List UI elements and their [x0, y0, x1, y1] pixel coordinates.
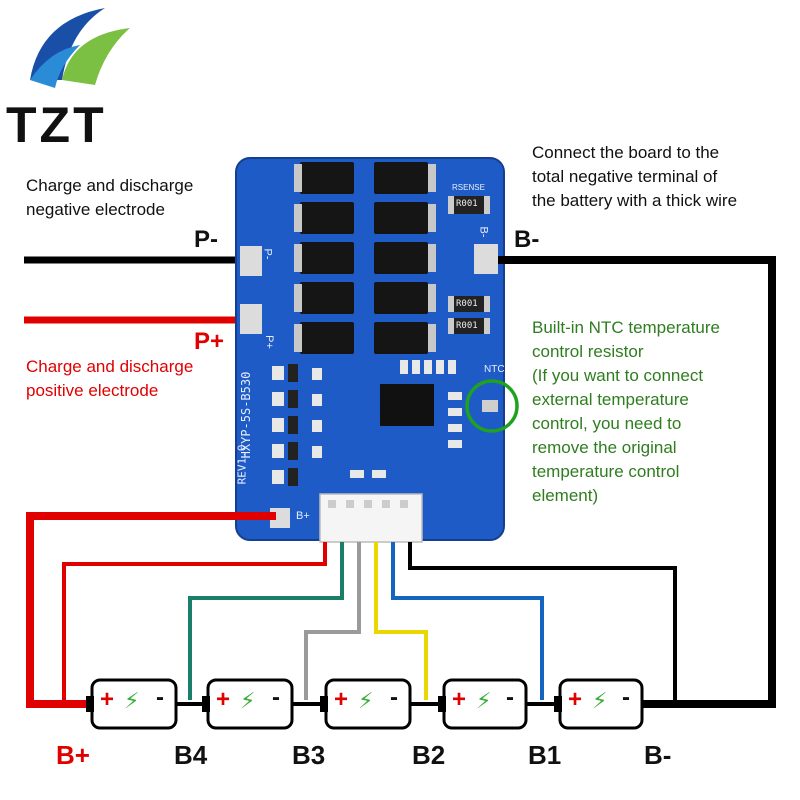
pad-label-pminus: P- — [261, 248, 274, 260]
p-minus-label: P- — [194, 226, 218, 253]
cell-5-plus: + — [568, 686, 583, 713]
resistor-mark-3: R001 — [456, 321, 478, 331]
wire-bminus-main — [498, 256, 776, 708]
pad-label-bminus: B- — [477, 226, 490, 238]
cell-3-plus: + — [334, 686, 349, 713]
pad-label-bplus: B+ — [296, 510, 310, 522]
logo-text: TZT — [6, 97, 107, 153]
p-plus-label: P+ — [194, 328, 225, 355]
cell-2-plus: + — [216, 686, 231, 713]
rsense-label: RSENSE — [452, 183, 485, 192]
battery-label-bminus: B- — [644, 740, 672, 770]
cell-3-minus: - — [390, 684, 398, 711]
battery-label-b1: B1 — [528, 740, 562, 770]
wire-bplus-sense — [62, 542, 327, 700]
cell-3-bolt-icon: ⚡ — [358, 688, 374, 713]
cell-4-minus: - — [506, 684, 514, 711]
ntc-highlight-circle — [465, 379, 519, 433]
cell-2-minus: - — [272, 684, 280, 711]
cell-4-plus: + — [452, 686, 467, 713]
battery-cells — [86, 678, 644, 730]
wire-b2 — [374, 542, 428, 700]
p-plus-pad — [240, 304, 262, 334]
resistor-mark-2: R001 — [456, 299, 478, 309]
wire-bminus-sense — [408, 542, 677, 700]
wire-b1 — [391, 542, 544, 700]
battery-label-b3: B3 — [292, 740, 326, 770]
logo-swoosh-icon — [30, 8, 130, 88]
wire-bplus-main — [26, 512, 276, 708]
cell-5-bolt-icon: ⚡ — [592, 688, 608, 713]
battery-label-bplus: B+ — [56, 740, 90, 770]
wire-b4 — [188, 542, 344, 700]
wire-b3 — [304, 542, 361, 700]
resistor-mark-1: R001 — [456, 199, 478, 209]
control-ic — [380, 384, 434, 426]
cell-1-plus: + — [100, 686, 115, 713]
board-rev-label: REV1.0 — [235, 444, 249, 485]
p-minus-pad — [240, 246, 262, 276]
pad-label-ntc: NTC — [484, 364, 505, 375]
b-minus-top-label: B- — [514, 226, 540, 253]
cell-5-minus: - — [622, 684, 630, 711]
ntc-element — [482, 400, 498, 412]
cell-1-minus: - — [156, 684, 164, 711]
battery-label-b2: B2 — [412, 740, 446, 770]
cell-4-bolt-icon: ⚡ — [476, 688, 492, 713]
sense-resistors — [448, 196, 490, 334]
battery-label-b4: B4 — [174, 740, 208, 770]
cell-1-bolt-icon: ⚡ — [124, 688, 140, 713]
cell-2-bolt-icon: ⚡ — [240, 688, 256, 713]
mosfet-array — [300, 162, 428, 354]
b-minus-pad — [474, 244, 498, 274]
pad-label-pplus: P+ — [262, 335, 275, 349]
